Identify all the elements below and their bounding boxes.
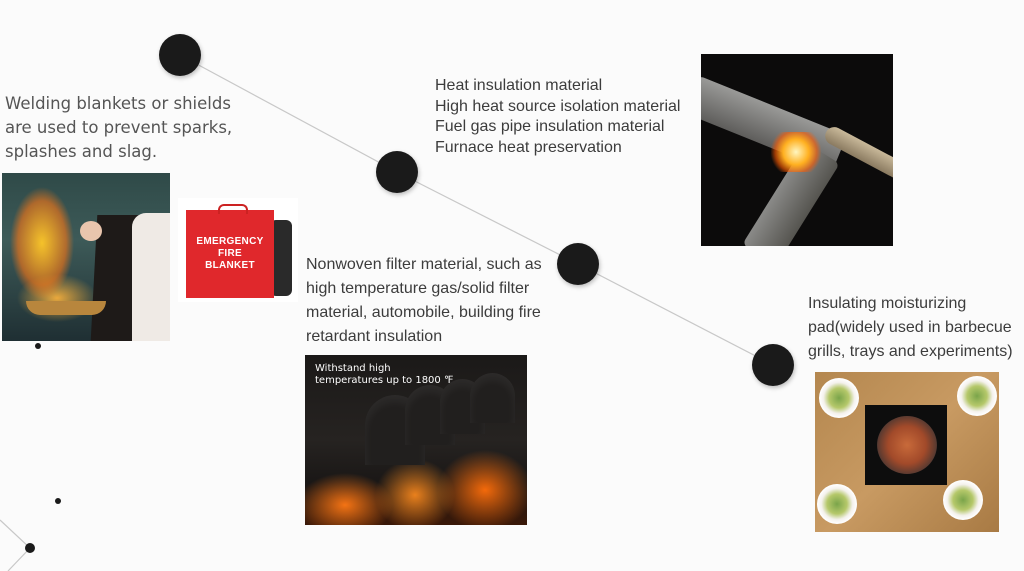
barbecue-table-photo [815, 372, 999, 532]
text-line: material, automobile, building fire [306, 304, 541, 321]
text-line: retardant insulation [306, 328, 443, 345]
text-line: Heat insulation material [435, 77, 603, 94]
text-line: Fuel gas pipe insulation material [435, 118, 665, 135]
caption-line: Withstand high [315, 363, 391, 374]
kitchen-fire-blanket-photo [2, 173, 170, 341]
box-label-line: BLANKET [205, 260, 255, 271]
caption-line: temperatures up to 1800 ℉ [315, 375, 454, 386]
pad-description: Insulating moisturizing pad(widely used … [808, 292, 1013, 364]
text-line: High heat source isolation material [435, 97, 681, 115]
timeline-node-1 [159, 34, 201, 76]
emergency-fire-blanket-box-photo: EMERGENCY FIRE BLANKET [178, 198, 298, 302]
heat-insulation-description: Heat insulation material High heat sourc… [435, 76, 680, 158]
black-felt-flames-photo: Withstand high temperatures up to 1800 ℉ [305, 355, 527, 525]
text-line: are used to prevent sparks, [5, 118, 233, 137]
timeline-node-3 [557, 243, 599, 285]
timeline-node-4 [752, 344, 794, 386]
text-line: splashes and slag. [5, 142, 158, 161]
small-dot [25, 543, 35, 553]
welding-description: Welding blankets or shields are used to … [5, 92, 232, 164]
small-dot [55, 498, 61, 504]
text-line: grills, trays and experiments) [808, 343, 1013, 360]
text-line: pad(widely used in barbecue [808, 319, 1012, 336]
text-line: Insulating moisturizing [808, 295, 967, 312]
felt-caption: Withstand high temperatures up to 1800 ℉ [315, 363, 453, 387]
small-dot [35, 343, 41, 349]
box-label-line: EMERGENCY [196, 236, 264, 247]
box-label-line: FIRE [218, 248, 242, 259]
text-line: Nonwoven filter material, such as [306, 256, 542, 273]
timeline-node-2 [376, 151, 418, 193]
text-line: high temperature gas/solid filter [306, 280, 530, 297]
text-line: Welding blankets or shields [5, 94, 231, 113]
nonwoven-description: Nonwoven filter material, such as high t… [306, 253, 542, 349]
text-line: Furnace heat preservation [435, 138, 622, 156]
pipe-welding-photo [701, 54, 893, 246]
